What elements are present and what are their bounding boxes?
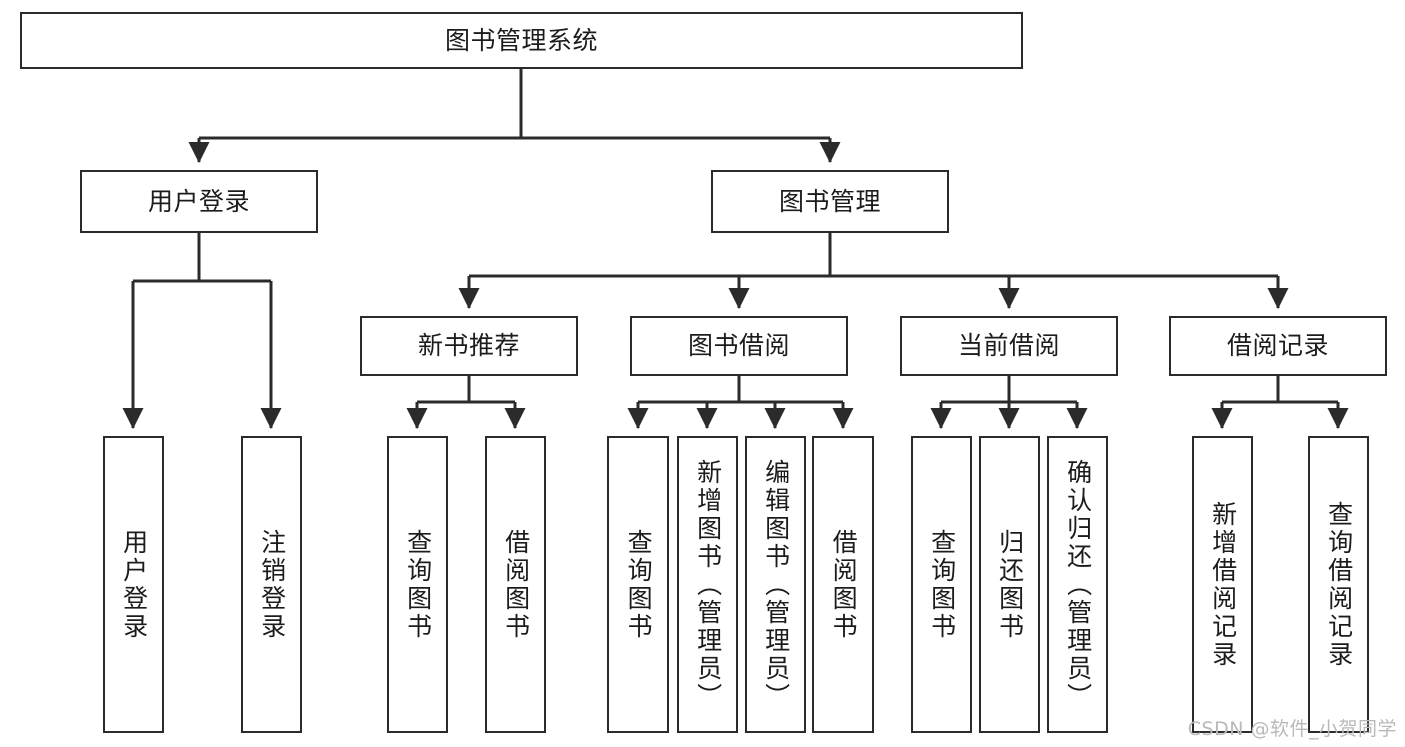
node-leaf-query-book-1[interactable]: 查询图书: [387, 436, 448, 733]
node-new-book-rec[interactable]: 新书推荐: [360, 316, 578, 376]
node-leaf-user-login[interactable]: 用户登录: [103, 436, 164, 733]
node-borrow-record[interactable]: 借阅记录: [1169, 316, 1387, 376]
node-borrow-record-label: 借阅记录: [1226, 331, 1329, 361]
node-current-borrow[interactable]: 当前借阅: [900, 316, 1118, 376]
node-leaf-query-book-2[interactable]: 查询图书: [607, 436, 669, 733]
node-new-book-rec-label: 新书推荐: [417, 331, 520, 361]
node-leaf-confirm-return[interactable]: 确认归还（管理员）: [1047, 436, 1108, 733]
node-leaf-add-book[interactable]: 新增图书（管理员）: [677, 436, 738, 733]
node-book-manage[interactable]: 图书管理: [711, 170, 949, 233]
node-leaf-edit-book[interactable]: 编辑图书（管理员）: [745, 436, 806, 733]
node-book-borrow-label: 图书借阅: [687, 331, 790, 361]
node-current-borrow-label: 当前借阅: [957, 331, 1060, 361]
node-leaf-query-book-3[interactable]: 查询图书: [911, 436, 972, 733]
node-leaf-borrow-book-2[interactable]: 借阅图书: [812, 436, 874, 733]
node-leaf-logout-label: 注销登录: [257, 528, 287, 641]
node-leaf-confirm-return-label: 确认归还（管理员）: [1063, 458, 1093, 711]
node-leaf-add-book-label: 新增图书（管理员）: [693, 458, 723, 711]
node-leaf-logout[interactable]: 注销登录: [241, 436, 302, 733]
node-leaf-query-record[interactable]: 查询借阅记录: [1308, 436, 1369, 733]
node-leaf-add-record-label: 新增借阅记录: [1208, 500, 1238, 669]
node-leaf-query-record-label: 查询借阅记录: [1324, 500, 1354, 669]
node-user-login-label: 用户登录: [147, 186, 250, 216]
node-book-manage-label: 图书管理: [778, 186, 881, 216]
node-leaf-return-book-label: 归还图书: [995, 528, 1025, 641]
node-leaf-query-book-3-label: 查询图书: [927, 528, 957, 641]
node-leaf-borrow-book-1-label: 借阅图书: [501, 528, 531, 641]
node-leaf-borrow-book-1[interactable]: 借阅图书: [485, 436, 546, 733]
node-leaf-edit-book-label: 编辑图书（管理员）: [761, 458, 791, 711]
node-leaf-return-book[interactable]: 归还图书: [979, 436, 1040, 733]
node-leaf-add-record[interactable]: 新增借阅记录: [1192, 436, 1253, 733]
node-book-borrow[interactable]: 图书借阅: [630, 316, 848, 376]
node-user-login[interactable]: 用户登录: [80, 170, 318, 233]
node-leaf-borrow-book-2-label: 借阅图书: [829, 528, 859, 641]
node-leaf-query-book-1-label: 查询图书: [403, 528, 433, 641]
node-leaf-query-book-2-label: 查询图书: [624, 528, 654, 641]
node-root[interactable]: 图书管理系统: [20, 12, 1023, 69]
node-leaf-user-login-label: 用户登录: [119, 528, 149, 641]
node-root-label: 图书管理系统: [444, 25, 598, 55]
